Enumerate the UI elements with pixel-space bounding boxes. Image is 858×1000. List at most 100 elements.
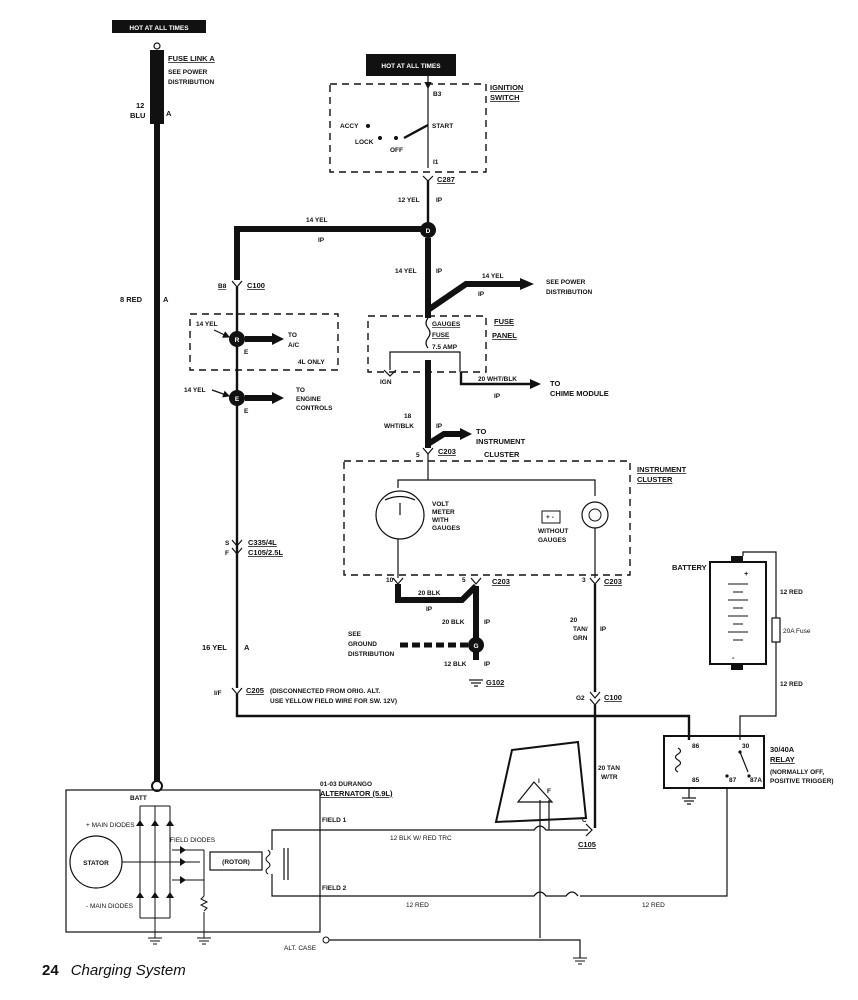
ground-see1: SEE [348,631,362,638]
ground-ip1: IP [426,606,433,613]
main-wire-pin: A [163,295,169,304]
section-title: Charging System [70,962,186,979]
power-dist-ip: IP [478,291,485,298]
relay-p85: 85 [692,777,700,784]
relay-note1: (NORMALLY OFF, [770,769,824,776]
ground-g102: G102 [486,678,504,687]
splice-d-wire: 14 YEL [306,217,328,224]
ignition-i1: I1 [433,159,439,166]
chime-dest: CHIME MODULE [550,389,609,398]
tan-wire-gauge: 20 [570,617,578,624]
fuse-link-sub1: SEE POWER [168,69,208,76]
tan-wire-c100: C100 [604,693,622,702]
ground-ip3: IP [484,661,491,668]
relay-p87: 87 [729,777,737,784]
battery-w1: 12 RED [780,589,803,596]
cluster-feed-pin: 5 [416,452,420,459]
volt-meter-gauge [375,490,425,540]
page-number: 24 [42,962,59,979]
c287-wire: 12 YEL [398,197,420,204]
alternator-box [65,789,321,933]
main-diodes-bot: - MAIN DIODES [86,903,134,910]
fuse-link-pin: A [166,109,172,118]
alternator-case: ALT. CASE [284,945,317,952]
cluster-feed-ip: IP [436,423,443,430]
field-diodes: FIELD DIODES [170,837,216,844]
hot-at-all-times-label-left [112,20,206,33]
hot-left-text: HOT AT ALL TIMES [129,25,189,32]
power-dist-wire: 14 YEL [482,273,504,280]
c335-s: S [225,540,230,547]
battery-plus: + [744,569,749,578]
ignition-title1: IGNITION [490,83,523,92]
ground-see3: DISTRIBUTION [348,651,395,658]
splice-r-e: E [244,349,249,356]
field2-relay-wire [580,788,728,897]
battery-title: BATTERY [672,563,707,572]
ignition-title2: SWITCH [490,93,520,102]
instrument-cluster-box [343,460,631,576]
tan-wire-w2a: 20 TAN [598,765,620,772]
hot-top-text: HOT AT ALL TIMES [381,63,441,70]
fuse-panel-title1: FUSE [494,317,514,326]
without-gauges-1: WITHOUT [538,528,568,535]
svg-text:+ -: + - [546,514,554,521]
hot-at-all-times-label-top [366,54,456,76]
yel-ignition-feed [234,226,428,280]
volt-meter-text3: WITH [432,517,449,524]
fuse-panel-ign: IGN [380,379,392,386]
ground-w3: 12 BLK [444,661,467,668]
tan-wire-color1: TAN/ [573,626,588,633]
cluster-conn2-c203: C203 [604,577,622,586]
relay-title1: 30/40A [770,745,795,754]
c335-f: F [225,550,229,557]
main-wire-gauge: 8 RED [120,295,143,304]
ground-see2: GROUND [348,641,377,648]
field2-label2: 12 RED [642,902,665,909]
ignition-b3: B3 [433,91,442,98]
fuse-link-gauge: 12 [136,101,144,110]
regulator-i: I [538,778,540,785]
field1-wire [271,825,588,850]
main-diodes-top: + MAIN DIODES [86,822,135,829]
fuse-panel-gauges: GAUGES [432,321,461,328]
charge-lamp-icon [581,501,609,529]
fuse-panel-fuse: FUSE [432,332,450,339]
splice-r-dest1: TO [288,332,297,339]
cluster-conn-c203: C203 [492,577,510,586]
ignition-switch-box [329,83,487,173]
c205-note1: (DISCONNECTED FROM ORIG. ALT. [270,688,380,695]
power-dist-ip2: IP [436,268,443,275]
splice-e [229,390,245,406]
cluster-feed-color: WHT/BLK [384,423,414,430]
tan-wire-w2b: W/TR [601,774,618,781]
ground-ip2: IP [484,619,491,626]
splice-e-dest3: CONTROLS [296,405,333,412]
relay-p87a: 87A [750,777,762,784]
yellow-field-trigger-wire [235,694,691,740]
ignition-accy: ACCY [340,123,359,130]
gauges-fuse-symbol [425,317,431,349]
splice-d-ip: IP [318,237,325,244]
c205-label: C205 [246,686,264,695]
relay-p86: 86 [692,743,700,750]
chime-to: TO [550,379,560,388]
cluster-pin10: 10 [386,577,394,584]
splice-r-note: 4L ONLY [298,359,325,366]
tan-wire-color2: GRN [573,635,588,642]
20a-fuse [771,617,781,643]
battery-w2: 12 RED [780,681,803,688]
battery-symbol [709,561,767,665]
volt-meter-text2: METER [432,509,455,516]
stator-label: STATOR [83,860,109,867]
battery-indicator-icon [541,510,561,524]
ground-w1: 20 BLK [418,590,441,597]
splice-e-e: E [244,408,249,415]
c100-label: C100 [247,281,265,290]
field-wire-gauge: 16 YEL [202,643,227,652]
power-dist-wire-down: 14 YEL [395,268,417,275]
alternator-field2: FIELD 2 [322,885,347,892]
alternator-batt: BATT [130,795,147,802]
volt-meter-text1: VOLT [432,501,449,508]
chime-wire: 20 WHT/BLK [478,376,517,383]
